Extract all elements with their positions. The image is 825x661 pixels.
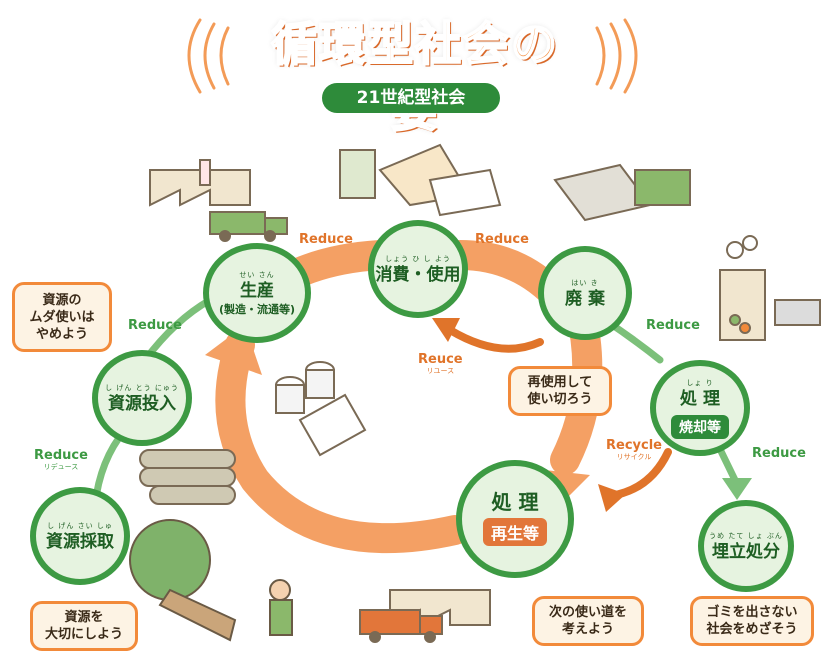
node-disposal: はい き 廃 棄 [538, 246, 632, 340]
label-reduce-top-center: Reduce [475, 232, 529, 247]
callout-next-use: 次の使い道を 考えよう [532, 596, 644, 646]
node-production: せい さん 生産 (製造・流通等) [203, 243, 311, 343]
green-arrow-landfill [722, 478, 752, 500]
node-consumption: しょう ひ し よう 消費・使用 [368, 220, 468, 318]
node-treatment-recycle: 処 理 再生等 [456, 460, 574, 578]
callout-save-resources: 資源の ムダ使いは やめよう [12, 282, 112, 352]
paper-illustration [339, 143, 502, 217]
label-reduce-left: Reduce [128, 318, 182, 333]
newspaper-stack-illustration [553, 163, 691, 222]
incinerator-illustration [719, 235, 821, 341]
reuse-arrow [446, 326, 544, 353]
label-reduce-far-right: Reduce [752, 446, 806, 461]
node-landfill: うめ たて しょ ぶん 埋立処分 [698, 500, 794, 592]
logs-illustration [139, 449, 236, 505]
node-resource-extraction: し げん さい しゅ 資源採取 [30, 487, 130, 585]
recycle-arrow-head [598, 484, 626, 512]
toilet-paper-illustration [275, 361, 367, 457]
label-reduce-bottom-left: Reduce リデュース [34, 448, 88, 471]
reuse-arrow-head [432, 318, 460, 342]
factory-illustration-bottom [359, 589, 491, 643]
callout-cherish-resources: 資源を 大切にしよう [30, 601, 138, 651]
ring-segment-bottom-left [215, 330, 470, 554]
node-resource-input: し げん とう にゅう 資源投入 [92, 350, 192, 446]
label-reuse: Reuce リユース [418, 352, 463, 375]
tree-illustration [129, 519, 293, 642]
callout-zero-waste: ゴミを出さない 社会をめざそう [690, 596, 814, 646]
callout-reuse: 再使用して 使い切ろう [508, 366, 612, 416]
subtitle-badge: 21世紀型社会 [322, 83, 500, 113]
factory-illustration-top [149, 159, 288, 242]
label-reduce-top-left: Reduce [299, 232, 353, 247]
node-treatment-incineration: しょ り 処 理 焼却等 [650, 360, 750, 456]
label-recycle: Recycle リサイクル [606, 438, 662, 461]
label-reduce-right: Reduce [646, 318, 700, 333]
recycle-chip: 再生等 [482, 518, 547, 546]
incineration-chip: 焼却等 [671, 414, 729, 439]
